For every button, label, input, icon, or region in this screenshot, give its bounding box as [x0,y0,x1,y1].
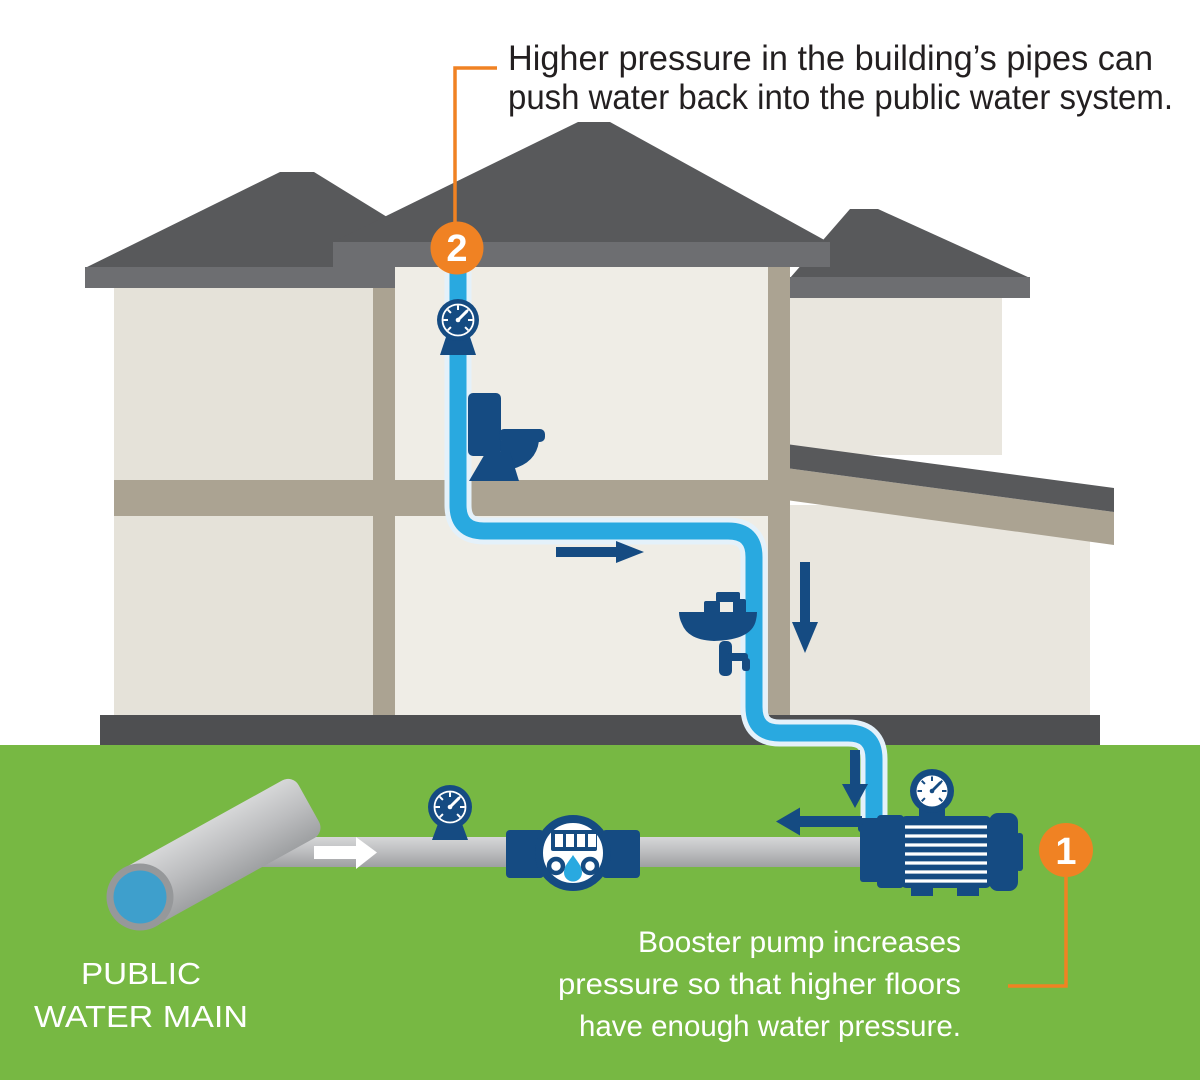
public-water-main-label: PUBLIC WATER MAIN [34,956,248,1034]
meter-dial [546,856,566,876]
public-water-main-label-line-2: WATER MAIN [34,999,248,1034]
step-1-connector-line [1008,877,1068,988]
public-water-main-pipe [106,778,321,931]
sink-icon [679,592,757,676]
pipe-pressure-gauge-icon [428,785,472,840]
house-right-wing-lower [786,444,1114,715]
toilet-icon [468,393,545,481]
pump-end-cap [989,813,1018,891]
building-pipe [444,250,888,852]
water-drop-icon [563,855,582,882]
ground [0,745,1200,1080]
lower-right-roof [786,444,1114,512]
step-1-annotation: 1 Booster pump increases pressure so tha… [558,823,1093,1043]
pump-fins [905,825,987,883]
step-1-caption-line-3: have enough water pressure. [579,1010,961,1043]
flow-arrow-down-lower-icon [842,750,868,808]
step-2-caption-line-2: push water back into the public water sy… [508,78,1173,117]
flow-arrow-down-upper-icon [792,562,818,653]
house-pressure-gauge-icon [437,299,479,355]
pump-foot [911,886,933,896]
foundation [100,715,1100,745]
flow-arrow-left-icon [776,807,862,836]
step-2-badge [430,221,484,275]
pump-flange [877,815,904,888]
step-2-caption-line-1: Higher pressure in the building’s pipes … [508,39,1153,78]
booster-pump-icon [858,769,1023,896]
main-pipe-opening [113,870,167,924]
water-meter-icon [506,815,640,891]
step-1-caption-line-2: pressure so that higher floors [558,968,961,1001]
step-1-number: 1 [1055,831,1076,873]
house-right-wing-upper [790,209,1030,455]
meter-dial [580,856,600,876]
step-1-caption-line-1: Booster pump increases [638,926,961,959]
step-2-annotation: 2 Higher pressure in the building’s pipe… [430,39,1173,275]
right-roof [790,209,1030,278]
pump-flange [860,824,880,882]
pump-foot [957,886,979,896]
center-roof-fascia [333,242,830,267]
left-roof-fascia [85,267,395,288]
flow-arrow-right-icon [556,541,644,563]
step-1-badge [1039,823,1093,877]
step-2-connector-line [453,66,497,222]
flow-arrow-right-white-icon [314,837,377,869]
right-roof-fascia [790,277,1030,298]
right-eave-band [786,468,1114,545]
public-water-main-label-line-1: PUBLIC [81,956,201,991]
pump-body [901,816,991,888]
step-2-number: 2 [446,228,467,270]
